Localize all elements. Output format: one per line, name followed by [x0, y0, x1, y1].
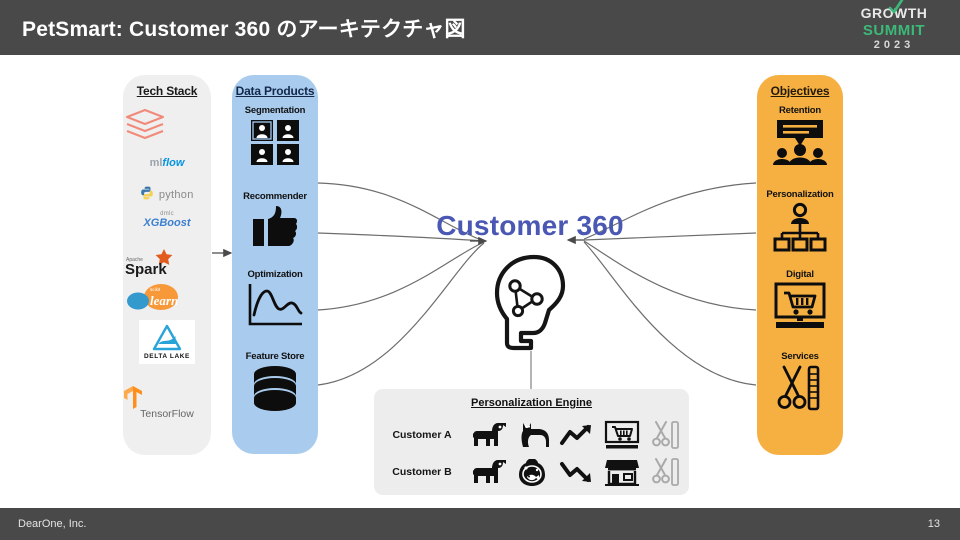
- panel-data-products-title: Data Products: [235, 84, 315, 98]
- data-product-feature-store[interactable]: Feature Store: [232, 351, 318, 411]
- databricks-logo: [125, 108, 165, 140]
- tech-logo-delta-lake: DELTA LAKE: [123, 320, 211, 364]
- dog-icon: [470, 455, 510, 489]
- objective-label: Retention: [778, 105, 821, 116]
- page-header: PetSmart: Customer 360 のアーキテクチャ図 GROWTH …: [0, 0, 960, 55]
- personalization-engine-title: Personalization Engine: [470, 397, 593, 409]
- cat-icon: [514, 418, 554, 452]
- tech-logo-xgboost: dmlc XGBoost: [143, 211, 191, 229]
- tech-logo-python: python: [123, 185, 211, 203]
- panel-objectives-title: Objectives: [770, 84, 830, 98]
- objective-retention[interactable]: Retention: [757, 105, 843, 167]
- data-product-label: Recommender: [243, 191, 307, 202]
- monitor-cart-icon: [774, 282, 826, 328]
- tech-logo-databricks: [123, 107, 211, 143]
- data-product-label: Segmentation: [244, 105, 306, 116]
- objective-digital[interactable]: Digital: [757, 269, 843, 329]
- database-icon: [254, 366, 296, 411]
- svg-text:scikit: scikit: [150, 287, 161, 292]
- center-title: Customer 360: [436, 210, 624, 241]
- data-product-label: Optimization: [247, 269, 303, 280]
- personalization-engine-panel: Personalization Engine Customer A: [374, 389, 689, 495]
- panel-data-products: Data Products Segmentation: [232, 75, 318, 454]
- spark-logo: Apache Spark: [125, 249, 173, 278]
- data-product-segmentation[interactable]: Segmentation: [232, 105, 318, 165]
- svg-text:learn: learn: [150, 293, 178, 308]
- objective-label: Personalization: [766, 189, 834, 200]
- objective-label: Digital: [786, 269, 814, 280]
- check-icon: [888, 0, 904, 15]
- page-title: PetSmart: Customer 360 のアーキテクチャ図: [22, 17, 466, 41]
- python-logo: [141, 186, 154, 200]
- data-product-optimization[interactable]: Optimization: [232, 269, 318, 327]
- scikit-learn-logo: scikit learn: [127, 284, 178, 310]
- people-grid-icon: [251, 120, 299, 165]
- logo-line3: 2023: [873, 39, 915, 51]
- data-product-recommender[interactable]: Recommender: [232, 191, 318, 247]
- panel-tech-stack: Tech Stack mlflow python dmlc XGBoost: [123, 75, 211, 455]
- svg-text:Apache: Apache: [126, 257, 143, 263]
- data-product-label: Feature Store: [245, 351, 305, 362]
- thumbs-up-icon: [253, 206, 298, 246]
- head-network-icon: [487, 253, 579, 351]
- customer-row-label: Customer B: [392, 466, 452, 478]
- diagram-canvas: Tech Stack mlflow python dmlc XGBoost: [0, 55, 960, 508]
- scissors-comb-icon: [646, 418, 686, 452]
- scissors-comb-icon: [777, 365, 820, 411]
- tech-logo-scikit-learn: scikit learn: [123, 283, 211, 313]
- table-row: Customer A: [374, 417, 689, 453]
- objective-label: Services: [781, 351, 819, 362]
- speech-bubble-people-icon: [773, 120, 827, 165]
- objective-personalization[interactable]: Personalization: [757, 189, 843, 252]
- customer-row-label: Customer A: [392, 429, 452, 441]
- footer-company-name: DearOne, Inc.: [18, 518, 87, 530]
- line-chart-icon: [248, 284, 303, 326]
- table-row: Customer B: [374, 454, 689, 490]
- panel-objectives: Objectives Retention Personalization: [757, 75, 843, 455]
- scissors-comb-icon: [646, 455, 686, 489]
- online-cart-icon: [602, 418, 642, 452]
- delta-lake-logo: [152, 324, 182, 351]
- store-icon: [602, 455, 642, 489]
- trend-down-icon: [558, 455, 598, 489]
- objective-services[interactable]: Services: [757, 351, 843, 411]
- tech-logo-tensorflow: TensorFlow: [123, 385, 211, 420]
- tech-logo-spark: Apache Spark: [123, 247, 211, 278]
- org-chart-icon: [773, 202, 827, 252]
- dog-icon: [470, 418, 510, 452]
- svg-text:Spark: Spark: [125, 261, 167, 278]
- tensorflow-logo: [124, 386, 142, 409]
- footer-page-number: 13: [927, 518, 940, 530]
- page-footer: DearOne, Inc. 13: [0, 508, 960, 540]
- growth-summit-logo: GROWTH SUMMIT 2023: [846, 0, 942, 51]
- tech-logo-mlflow: mlflow: [149, 157, 185, 169]
- trend-up-icon: [558, 418, 598, 452]
- fishbowl-icon: [514, 455, 554, 489]
- logo-line2: SUMMIT: [862, 22, 926, 39]
- panel-tech-stack-title: Tech Stack: [136, 84, 198, 98]
